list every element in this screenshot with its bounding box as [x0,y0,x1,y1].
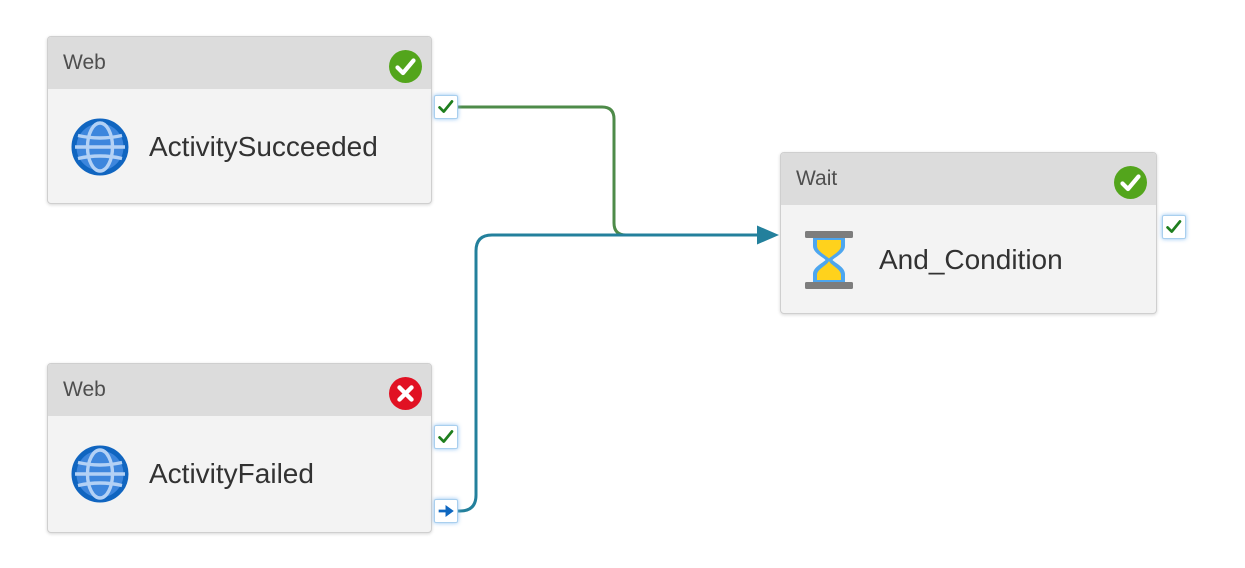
check-icon [438,100,454,113]
connector-success-edge[interactable] [458,105,650,237]
status-succeeded-badge-icon [1114,166,1147,199]
node-type-label: Web [63,378,106,401]
success-output-port[interactable] [1162,215,1186,239]
node-name-label: ActivityFailed [149,457,314,489]
check-icon [1166,220,1182,233]
node-type-label: Wait [796,167,838,190]
node-type-label: Web [63,51,106,74]
node-header: Web [48,364,431,416]
node-body: ActivityFailed [48,416,431,531]
completion-arrow-output-port[interactable] [434,499,458,523]
node-header: Wait [781,153,1156,205]
status-failed-badge-icon [389,377,422,410]
globe-icon [71,445,129,503]
node-and-condition[interactable]: Wait And_Condition [780,152,1157,314]
connector-arrowhead-icon [757,225,779,245]
status-succeeded-badge-icon [389,50,422,83]
globe-icon [71,118,129,176]
check-icon [438,430,454,443]
node-name-label: And_Condition [879,243,1063,275]
connector-completion-edge[interactable] [458,233,757,513]
node-body: And_Condition [781,205,1156,313]
node-header: Web [48,37,431,89]
node-body: ActivitySucceeded [48,89,431,203]
node-activity-failed[interactable]: Web ActivityF [47,363,432,533]
arrow-right-icon [438,505,454,517]
success-output-port[interactable] [434,425,458,449]
hourglass-icon [804,230,854,289]
success-output-port[interactable] [434,95,458,119]
node-activity-succeeded[interactable]: Web ActivityS [47,36,432,204]
node-name-label: ActivitySucceeded [149,130,378,162]
